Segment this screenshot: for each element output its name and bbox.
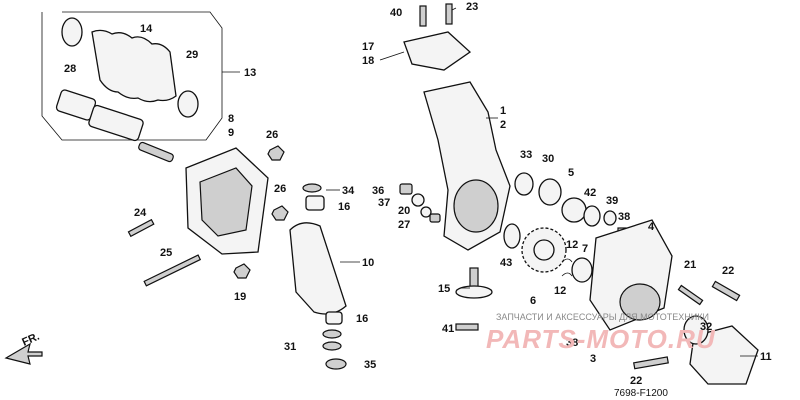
callout-30: 30 [542,153,554,165]
callout-33: 33 [520,149,532,161]
diagram-code: 7698-F1200 [614,388,668,399]
callout-43: 43 [500,257,512,269]
fitting-36-part [399,183,413,195]
callout-16a: 16 [338,201,350,213]
callout-10: 10 [362,257,374,269]
washer-20-part [420,206,432,218]
bolt-41-part [455,323,479,331]
callout-14: 14 [140,23,153,35]
collar-7-part [571,257,593,283]
callout-40: 40 [390,7,402,19]
nut-19-part [233,263,251,279]
plug-27-part [429,213,441,223]
clip-12b-part [561,272,573,277]
bolt-24-part [127,218,155,238]
callout-7: 7 [582,243,588,255]
callout-1: 1 [500,105,506,117]
rubber-boot-part [91,29,177,103]
bolt-40-part [419,5,427,27]
callout-39: 39 [606,195,618,207]
callout-16b: 16 [356,313,368,325]
callout-27: 27 [398,219,410,231]
clip-12a-part [561,258,573,263]
bearing-32-part [683,315,709,345]
callout-19: 19 [234,291,246,303]
oring-37-part [411,193,425,207]
seal-39-part [603,210,617,226]
collar-16a-part [305,195,325,211]
callout-3: 3 [590,353,596,365]
bolt-23-part [445,3,453,25]
callout-35: 35 [364,359,376,371]
front-arrow-icon [4,342,43,365]
callout-38a: 38 [618,211,630,223]
callout-12a: 12 [566,239,578,251]
bearing-33-part [514,172,534,196]
callout-23: 23 [466,1,478,13]
callout-6: 6 [530,295,536,307]
bolt-25-part [143,254,202,287]
callout-21: 21 [684,259,696,271]
callout-12b: 12 [554,285,566,297]
callout-2: 2 [500,119,506,131]
callout-38b: 38 [566,337,578,349]
front-marker-label: FR. [20,331,41,349]
washer-35-part [325,358,347,370]
nut-26b-part [271,205,289,221]
callout-26b: 26 [274,183,286,195]
circlip-part [61,17,83,47]
callout-24: 24 [134,207,147,219]
washer-31b-part [322,341,342,351]
callout-42: 42 [584,187,596,199]
collar-16b-part [325,311,343,325]
callout-28: 28 [64,63,76,75]
swing-arm-part [289,222,347,315]
washer-34-part [302,183,322,193]
bolt-21-part [677,284,704,306]
callout-29: 29 [186,49,198,61]
gear-5-part [561,197,587,223]
flange-11-part [689,325,759,385]
boot-kit-group [41,11,223,163]
callout-17: 17 [362,41,374,53]
nut-26a-part [267,145,285,161]
callout-32: 32 [700,321,712,333]
callout-31: 31 [284,341,296,353]
bearing-43-part [503,223,521,249]
callout-15: 15 [438,283,450,295]
callout-5: 5 [568,167,574,179]
callout-36: 36 [372,185,384,197]
callout-22a: 22 [722,265,734,277]
callout-9: 9 [228,127,234,139]
callout-4: 4 [648,221,655,233]
callout-37: 37 [378,197,390,209]
boot-band-part [177,90,199,118]
watermark-caption: ЗАПЧАСТИ И АКСЕССУАРЫ ДЛЯ МОТОТЕХНИКИ [496,312,709,322]
callout-8: 8 [228,113,234,125]
callout-11: 11 [760,351,772,363]
bolt-22a-part [711,280,741,302]
callout-20: 20 [398,205,410,217]
callout-41: 41 [442,323,454,335]
washer-31a-part [322,329,342,339]
callout-18: 18 [362,55,374,67]
callout-25: 25 [160,247,172,259]
mount-bracket-part [403,31,472,71]
bearing-30-part [538,178,562,206]
callout-26a: 26 [266,129,278,141]
bolt-22b-part [633,356,669,370]
callout-34: 34 [342,185,355,197]
watermark-brand: PARTS-MOTO.RU [486,324,716,354]
callout-13: 13 [244,67,256,79]
bearing-42-part [583,205,601,227]
callout-22b: 22 [630,375,642,387]
